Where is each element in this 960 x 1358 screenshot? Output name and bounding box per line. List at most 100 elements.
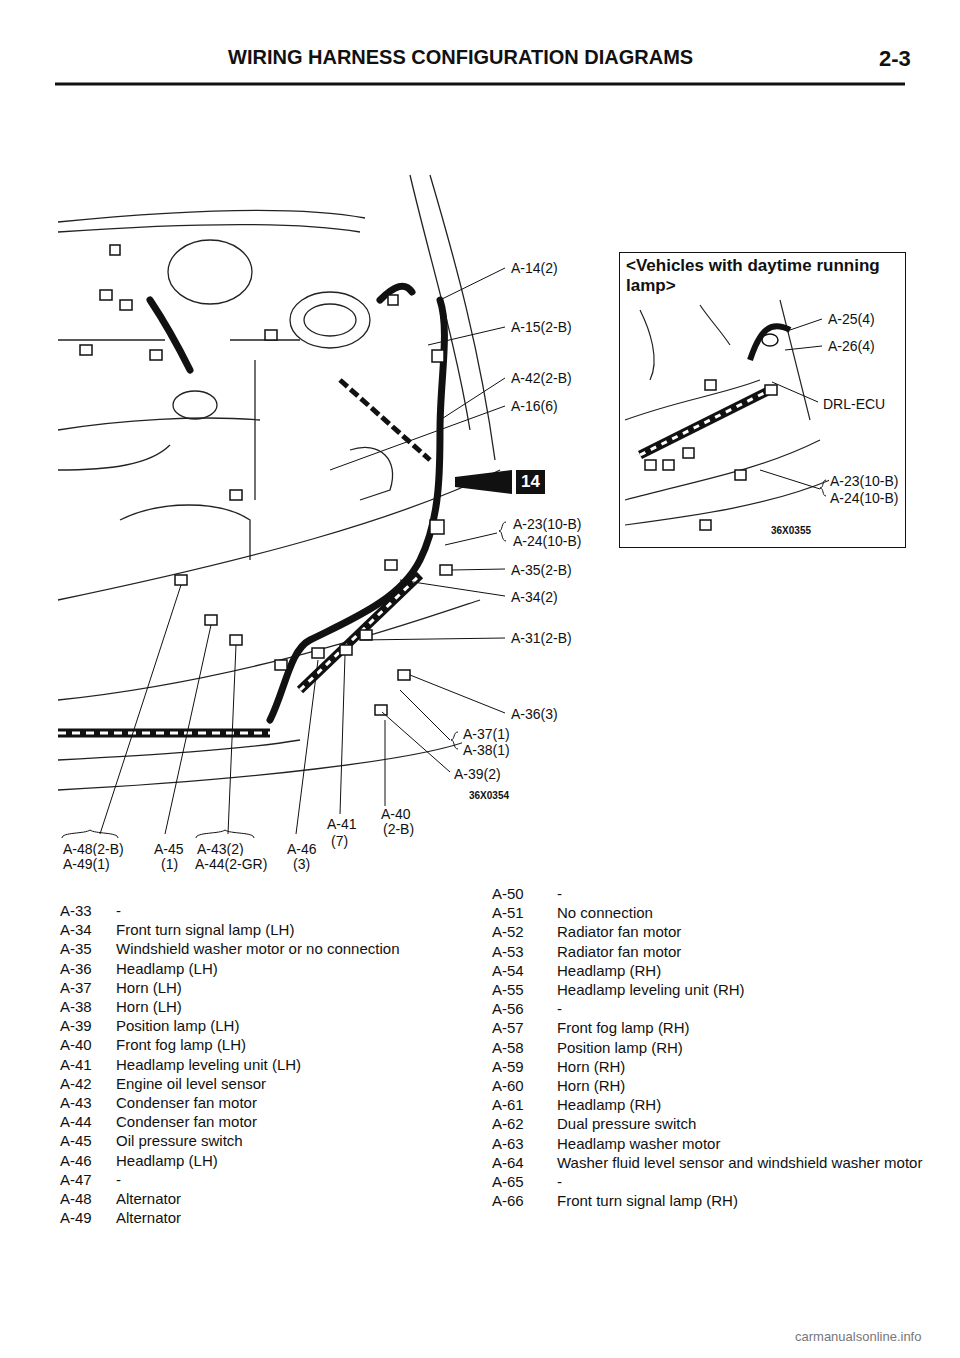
connector-callout: (7) [330, 833, 349, 849]
connector-description: Headlamp washer motor [557, 1134, 942, 1153]
illustration-stroke [205, 615, 217, 625]
connector-description: Front turn signal lamp (RH) [557, 1191, 942, 1210]
illustration-stroke [150, 350, 162, 360]
illustration-stroke [58, 600, 480, 700]
connector-code: A-42 [60, 1074, 92, 1093]
connector-callout: A-24(10-B) [512, 533, 582, 549]
connector-code: A-53 [492, 942, 524, 961]
connector-description: Headlamp (RH) [557, 961, 942, 980]
connector-description: Alternator [116, 1208, 446, 1227]
illustration-stroke [340, 645, 352, 655]
illustration-stroke [58, 740, 470, 790]
illustration-stroke [175, 575, 187, 585]
figure-code: 36X0355 [770, 525, 812, 537]
connector-callout: (1) [160, 856, 179, 872]
connector-code: A-48 [60, 1189, 92, 1208]
illustration-stroke [640, 310, 654, 380]
illustration-stroke [270, 300, 444, 720]
illustration-stroke [760, 470, 820, 489]
illustration-stroke [230, 490, 242, 500]
illustration-stroke [385, 560, 397, 570]
connector-callout: A-37(1) [462, 726, 511, 742]
connector-code: A-38 [60, 997, 92, 1016]
connector-callout: A-26(4) [827, 338, 876, 354]
illustration-stroke [58, 470, 500, 600]
connector-description: - [557, 1172, 942, 1191]
illustration-stroke [663, 460, 674, 470]
illustration-stroke [625, 380, 760, 420]
connector-code: A-61 [492, 1095, 524, 1114]
connector-callout: A-38(1) [462, 742, 511, 758]
connector-description: Horn (RH) [557, 1076, 942, 1095]
illustration-stroke [100, 290, 112, 300]
connector-code: A-51 [492, 903, 524, 922]
connector-description: Oil pressure switch [116, 1131, 446, 1150]
illustration-stroke [445, 533, 497, 545]
illustration-stroke [398, 670, 410, 680]
illustration-stroke [110, 245, 120, 255]
illustration-stroke [58, 729, 270, 738]
connector-code: A-66 [492, 1191, 524, 1210]
connector-description: Front fog lamp (LH) [116, 1035, 446, 1054]
illustration-stroke [499, 522, 506, 541]
illustration-stroke [120, 300, 132, 310]
illustration-stroke [432, 350, 444, 362]
connector-code: A-37 [60, 978, 92, 997]
connector-code: A-65 [492, 1172, 524, 1191]
connector-description: Headlamp (RH) [557, 1095, 942, 1114]
illustration-stroke [388, 295, 398, 305]
connector-callout: A-15(2-B) [510, 319, 573, 335]
illustration-stroke [265, 330, 277, 340]
illustration-stroke [410, 675, 505, 713]
connector-description: Position lamp (LH) [116, 1016, 446, 1035]
connector-code: A-49 [60, 1208, 92, 1227]
connector-description: Horn (RH) [557, 1057, 942, 1076]
connector-description: Alternator [116, 1189, 446, 1208]
illustration-stroke [790, 319, 822, 330]
illustration-stroke [228, 645, 236, 834]
connector-description: Dual pressure switch [557, 1114, 942, 1133]
illustration-stroke [58, 732, 270, 735]
illustration-stroke [765, 385, 777, 395]
illustration-stroke [62, 830, 118, 838]
illustration-stroke [400, 580, 505, 596]
illustration-stroke [640, 390, 770, 455]
illustration-stroke [58, 380, 430, 733]
connector-callout: A-34(2) [510, 589, 559, 605]
connector-description: Engine oil level sensor [116, 1074, 446, 1093]
connector-description: - [116, 901, 446, 920]
connector-description: Front turn signal lamp (LH) [116, 920, 446, 939]
illustration-stroke [340, 380, 430, 460]
connector-code: A-36 [60, 959, 92, 978]
illustration-stroke [296, 660, 318, 834]
illustration-stroke [428, 327, 505, 345]
illustration-stroke [625, 300, 830, 525]
illustration-stroke [455, 470, 512, 494]
connector-description: Radiator fan motor [557, 922, 942, 941]
illustration-stroke [700, 305, 730, 345]
connector-callout: A-24(10-B) [829, 490, 899, 506]
connector-description: Headlamp (LH) [116, 1151, 446, 1170]
illustration-stroke [58, 210, 365, 222]
illustration-stroke [150, 286, 444, 720]
connector-description: Horn (LH) [116, 997, 446, 1016]
page-number: 2-3 [878, 46, 912, 71]
illustration-stroke [62, 268, 506, 838]
illustration-stroke [375, 705, 387, 715]
connector-callout: (2-B) [382, 821, 415, 837]
connector-code: A-41 [60, 1055, 92, 1074]
illustration-stroke [290, 292, 370, 348]
illustration-stroke [820, 480, 826, 496]
section-badge: 14 [516, 470, 545, 494]
illustration-stroke [80, 245, 452, 715]
connector-code: A-35 [60, 939, 92, 958]
illustration-stroke [275, 660, 287, 670]
illustration-stroke [772, 382, 818, 402]
illustration-stroke [440, 565, 452, 575]
connector-callout: A-39(2) [453, 766, 502, 782]
connector-description: Windshield washer motor or no connection [116, 939, 446, 958]
connector-description: Condenser fan motor [116, 1093, 446, 1112]
illustration-stroke [58, 225, 360, 233]
connector-code: A-46 [60, 1151, 92, 1170]
illustration-stroke [173, 391, 217, 419]
